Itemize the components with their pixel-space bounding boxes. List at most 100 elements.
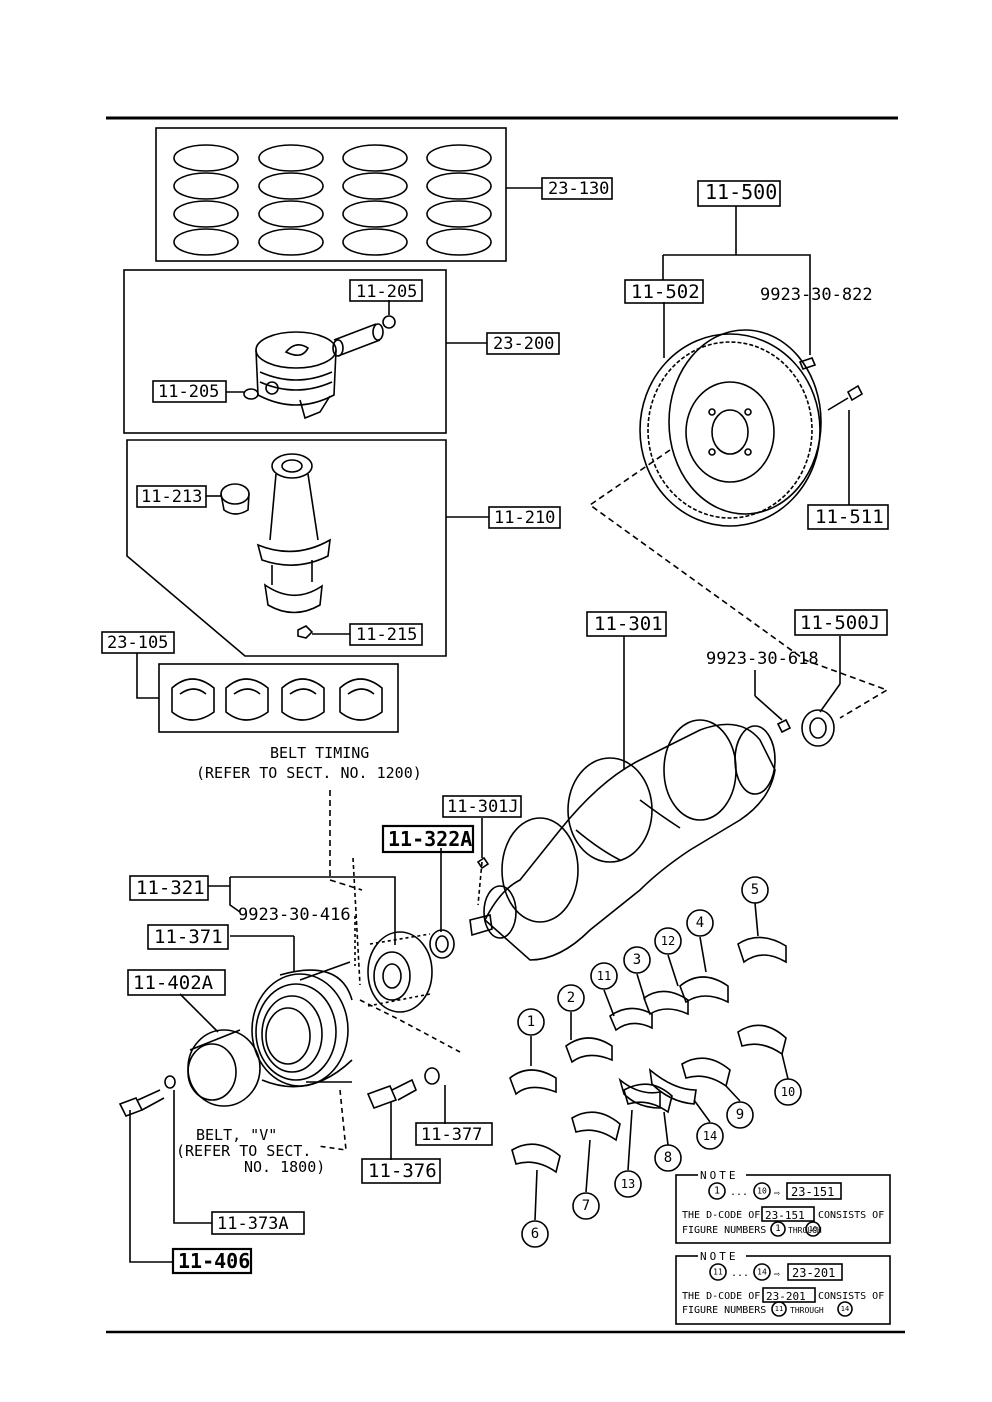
label-box-23-130: [541, 177, 613, 200]
note-1-from-num: 1: [775, 1224, 780, 1234]
belt-v-caption-3: NO. 1800): [244, 1158, 325, 1176]
note-1-code: 23-151: [791, 1185, 834, 1199]
bearing-number-1: 1: [527, 1014, 535, 1030]
note-2: NOTE 11 ... 14 ⇨ 23-201 THE D-CODE OF 23…: [682, 1250, 884, 1316]
label-11-502: 11-502: [631, 281, 700, 303]
bearing-number-8: 8: [664, 1150, 672, 1166]
note-2-line2-b: THROUGH: [790, 1306, 824, 1315]
label-9923-30-618: 9923-30-618: [706, 649, 819, 669]
note-1-heading: NOTE: [700, 1169, 739, 1182]
note-box-1: [675, 1174, 891, 1244]
connecting-rod-box: [126, 439, 447, 657]
note-2-line1-a: THE D-CODE OF: [682, 1291, 760, 1302]
note-2-arrow: ⇨: [774, 1269, 780, 1280]
flywheel-illustration: [639, 329, 864, 527]
note-box-2: [675, 1255, 891, 1325]
label-box-11-502: [624, 279, 704, 304]
note-2-range-to: 14: [757, 1268, 767, 1277]
note-2-line1-b: CONSISTS OF: [818, 1291, 884, 1302]
note-1-line2-b: THROUGH: [788, 1226, 822, 1235]
bearing-number-4: 4: [696, 915, 704, 931]
label-box-11-205-top: [349, 279, 423, 302]
label-11-321: 11-321: [136, 877, 205, 899]
note-1-line1-b: CONSISTS OF: [818, 1210, 884, 1221]
note-2-line2-a: FIGURE NUMBERS: [682, 1305, 766, 1316]
note-2-from-num: 11: [775, 1305, 783, 1313]
label-11-322A: 11-322A: [388, 827, 472, 851]
note-2-code: 23-201: [792, 1266, 835, 1280]
piston-rings-illustration: [173, 144, 492, 256]
label-11-301: 11-301: [594, 613, 663, 635]
label-11-373A: 11-373A: [217, 1214, 289, 1234]
belt-timing-caption-2: (REFER TO SECT. NO. 1200): [196, 764, 422, 782]
label-23-105: 23-105: [107, 633, 168, 653]
crank-pulley-illustration: [251, 961, 353, 1088]
label-11-406: 11-406: [178, 1249, 250, 1273]
label-11-205-top: 11-205: [356, 282, 417, 302]
note-1-range-from: 1: [714, 1186, 720, 1197]
label-box-11-500J: [794, 609, 888, 636]
label-box-11-321: [129, 875, 209, 901]
bearing-number-9: 9: [736, 1107, 744, 1123]
label-box-11-373A: [211, 1211, 305, 1235]
bearing-number-12: 12: [661, 934, 675, 948]
spacer-illustration: [187, 1029, 261, 1107]
label-11-371: 11-371: [154, 926, 223, 948]
label-box-11-322A: [381, 824, 475, 854]
label-9923-30-416: 9923-30-416: [238, 905, 351, 925]
bearing-number-14: 14: [703, 1129, 717, 1143]
label-9923-30-822: 9923-30-822: [760, 285, 873, 305]
label-box-11-406: [171, 1247, 253, 1275]
label-11-376: 11-376: [368, 1160, 437, 1182]
bearing-number-7: 7: [582, 1198, 590, 1214]
label-11-215: 11-215: [356, 625, 417, 645]
label-box-11-301: [586, 611, 667, 637]
crankshaft-illustration: [469, 709, 835, 961]
label-box-11-402A: [127, 969, 226, 996]
label-box-11-500: [697, 180, 781, 207]
label-11-213: 11-213: [141, 487, 202, 507]
label-11-511: 11-511: [815, 506, 884, 528]
bearing-number-11: 11: [597, 969, 611, 983]
label-box-11-371: [147, 924, 229, 950]
note-2-range-sep: ...: [731, 1268, 749, 1279]
bearing-number-10: 10: [781, 1085, 795, 1099]
label-11-301J: 11-301J: [447, 797, 519, 817]
note-2-heading: NOTE: [700, 1250, 739, 1263]
label-box-11-205-left: [152, 380, 227, 403]
label-23-130: 23-130: [548, 179, 609, 199]
bearing-shells-illustration: [509, 936, 787, 1174]
piston-box: [123, 269, 447, 434]
bearing-number-6: 6: [531, 1226, 539, 1242]
key-bolt-illustration: [366, 1067, 440, 1110]
note-2-range-from: 11: [713, 1268, 723, 1277]
main-bearings-box: [158, 663, 399, 733]
crank-bolt-illustration: [118, 1075, 176, 1118]
note-1-code-inline: 23-151: [765, 1209, 805, 1222]
label-11-500J: 11-500J: [800, 612, 880, 634]
note-1-range-to: 10: [757, 1187, 767, 1196]
main-bearings-illustration: [171, 678, 383, 721]
label-11-205-left: 11-205: [158, 382, 219, 402]
timing-pulley-illustration: [367, 931, 433, 1013]
note-1: NOTE 1 ... 10 ⇨ 23-151 THE D-CODE OF 23-…: [682, 1169, 884, 1236]
bearing-number-5: 5: [751, 882, 759, 898]
belt-v-caption-1: BELT, "V": [196, 1126, 277, 1144]
belt-v-caption-2: (REFER TO SECT.: [176, 1142, 311, 1160]
connecting-rod-illustration: [220, 453, 331, 639]
label-11-377: 11-377: [421, 1125, 482, 1145]
label-11-402A: 11-402A: [133, 972, 214, 994]
label-box-11-215: [349, 623, 423, 646]
note-1-line2-a: FIGURE NUMBERS: [682, 1225, 766, 1236]
note-1-line1-a: THE D-CODE OF: [682, 1210, 760, 1221]
piston-rings-box: [155, 127, 507, 262]
label-11-500: 11-500: [705, 180, 777, 204]
label-box-23-200: [486, 332, 560, 355]
note-1-to-num: 10: [809, 1225, 817, 1233]
label-11-210: 11-210: [494, 508, 555, 528]
label-23-200: 23-200: [493, 334, 554, 354]
bearing-number-13: 13: [621, 1177, 635, 1191]
note-2-to-num: 14: [841, 1305, 849, 1313]
label-box-11-210: [488, 506, 561, 529]
